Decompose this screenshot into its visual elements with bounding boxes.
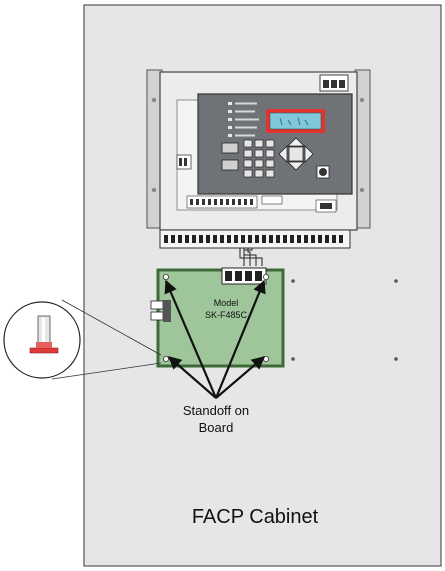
standoff-hole-top-left	[162, 273, 169, 280]
board-model-label: Model	[214, 298, 239, 308]
cabinet-label: FACP Cabinet	[192, 506, 319, 528]
standoff-base	[29, 347, 59, 354]
callout-arrows	[164, 279, 266, 399]
standoff-hole-bottom-left	[162, 355, 169, 362]
board-model-name: SK-F485C	[205, 310, 248, 320]
standoff-magnifier	[3, 299, 162, 380]
callout-text-line-1: Standoff on	[183, 403, 249, 418]
standoff-hole-top-right	[262, 273, 269, 280]
callout-text-line-2: Board	[199, 420, 234, 435]
connection-wires	[239, 248, 263, 266]
standoff-hole-bottom-right	[262, 355, 269, 362]
lcd-screen	[269, 112, 322, 130]
nav-arrows	[278, 137, 314, 171]
main-panel-assembly	[146, 69, 371, 249]
cabinet-mounting-holes	[291, 279, 398, 361]
